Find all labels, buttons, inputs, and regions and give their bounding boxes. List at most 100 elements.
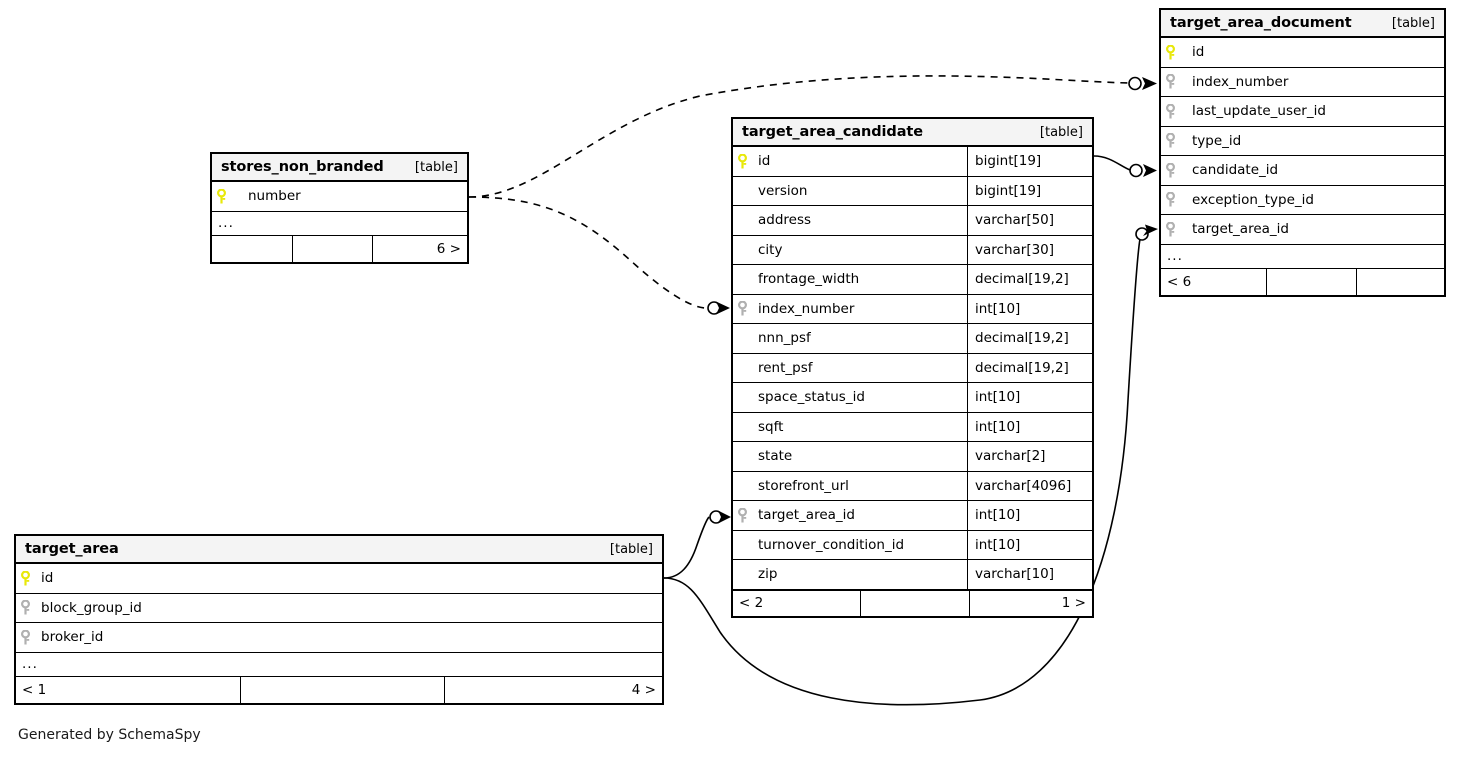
column-type: decimal[19,2]	[967, 265, 1092, 294]
table-footer: < 2 1 >	[733, 589, 1092, 616]
key-spacer	[733, 472, 752, 501]
table-row[interactable]: storefront_url varchar[4096]	[733, 471, 1092, 501]
foreign-key-icon	[1161, 97, 1180, 126]
table-row[interactable]: index_number	[1161, 68, 1444, 97]
key-spacer	[733, 265, 752, 294]
column-name: candidate_id	[1192, 162, 1279, 179]
table-row[interactable]: candidate_id	[1161, 156, 1444, 186]
column-name: address	[758, 212, 812, 229]
column-name: turnover_condition_id	[758, 536, 905, 553]
table-target-area-candidate[interactable]: target_area_candidate [table] id bigint[…	[731, 117, 1094, 618]
footer-next-count[interactable]	[1356, 268, 1444, 295]
foreign-key-icon	[733, 295, 752, 324]
table-row[interactable]: zip varchar[10]	[733, 560, 1092, 590]
column-name: exception_type_id	[1192, 191, 1314, 208]
table-tag: [table]	[414, 159, 458, 175]
table-row[interactable]: id bigint[19]	[733, 147, 1092, 177]
table-row[interactable]: turnover_condition_id int[10]	[733, 530, 1092, 560]
table-name: target_area_document	[1170, 15, 1352, 31]
column-name: zip	[758, 566, 778, 583]
table-row[interactable]: address varchar[50]	[733, 206, 1092, 236]
column-type: int[10]	[967, 294, 1092, 323]
column-name: version	[758, 182, 808, 199]
column-name: storefront_url	[758, 477, 849, 494]
table-tag: [table]	[1039, 124, 1083, 140]
more-columns-indicator: ...	[1161, 245, 1444, 269]
table-target-area[interactable]: target_area [table] id block_group_id br…	[14, 534, 664, 705]
footer-prev-count[interactable]: < 2	[739, 595, 764, 611]
column-type: int[10]	[967, 501, 1092, 530]
column-name: nnn_psf	[758, 330, 811, 347]
column-type: varchar[4096]	[967, 471, 1092, 500]
table-row[interactable]: last_update_user_id	[1161, 97, 1444, 127]
table-row[interactable]: broker_id	[16, 623, 662, 653]
key-spacer	[733, 560, 752, 589]
column-name: broker_id	[41, 629, 104, 646]
table-row[interactable]: id	[16, 564, 662, 594]
column-type: varchar[2]	[967, 442, 1092, 471]
table-tag: [table]	[1391, 15, 1435, 31]
foreign-key-icon	[16, 623, 35, 652]
key-spacer	[733, 206, 752, 235]
foreign-key-icon	[1161, 186, 1180, 215]
key-spacer	[733, 442, 752, 471]
footer-prev-count[interactable]	[212, 236, 292, 262]
table-row[interactable]: id	[1161, 38, 1444, 68]
column-type: varchar[30]	[967, 235, 1092, 264]
column-name: index_number	[758, 300, 855, 317]
column-name: number	[248, 188, 301, 205]
table-row[interactable]: state varchar[2]	[733, 442, 1092, 472]
footer-next-count[interactable]: 1 >	[969, 590, 1092, 616]
column-name: block_group_id	[41, 599, 142, 616]
foreign-key-icon	[16, 594, 35, 623]
table-row[interactable]: rent_psf decimal[19,2]	[733, 353, 1092, 383]
table-row[interactable]: target_area_id	[1161, 215, 1444, 245]
more-columns-indicator: ...	[212, 212, 467, 236]
table-title: target_area [table]	[16, 536, 662, 564]
more-columns-indicator: ...	[16, 653, 662, 677]
table-row[interactable]: sqft int[10]	[733, 412, 1092, 442]
footer-next-count[interactable]: 4 >	[444, 676, 662, 703]
column-name: city	[758, 241, 783, 258]
table-name: target_area	[25, 541, 119, 557]
table-row[interactable]: number	[212, 182, 467, 212]
table-row[interactable]: frontage_width decimal[19,2]	[733, 265, 1092, 295]
key-spacer	[733, 383, 752, 412]
footer-next-count[interactable]: 6 >	[372, 235, 467, 262]
table-row[interactable]: exception_type_id	[1161, 186, 1444, 215]
table-footer: < 1 4 >	[16, 676, 662, 703]
column-type: bigint[19]	[967, 176, 1092, 205]
table-row[interactable]: index_number int[10]	[733, 294, 1092, 324]
key-spacer	[733, 531, 752, 560]
table-row[interactable]: target_area_id int[10]	[733, 501, 1092, 531]
table-stores-non-branded[interactable]: stores_non_branded [table] number ... 6 …	[210, 152, 469, 264]
table-name: stores_non_branded	[221, 159, 384, 175]
table-tag: [table]	[609, 541, 653, 557]
primary-key-icon	[733, 147, 752, 176]
column-name: id	[758, 153, 771, 170]
key-spacer	[733, 177, 752, 206]
column-name: last_update_user_id	[1192, 103, 1326, 120]
table-row[interactable]: space_status_id int[10]	[733, 383, 1092, 413]
table-title: target_area_candidate [table]	[733, 119, 1092, 147]
table-row[interactable]: version bigint[19]	[733, 176, 1092, 206]
footer-prev-count[interactable]: < 1	[22, 681, 47, 698]
column-type: int[10]	[967, 530, 1092, 559]
footer-prev-count[interactable]: < 6	[1167, 273, 1192, 290]
table-row[interactable]: city varchar[30]	[733, 235, 1092, 265]
table-row[interactable]: type_id	[1161, 127, 1444, 156]
table-target-area-document[interactable]: target_area_document [table] id index_nu…	[1159, 8, 1446, 297]
column-name: sqft	[758, 418, 784, 435]
foreign-key-icon	[1161, 215, 1180, 244]
table-row[interactable]: block_group_id	[16, 594, 662, 623]
key-spacer	[733, 413, 752, 442]
column-name: space_status_id	[758, 389, 865, 406]
table-row[interactable]: nnn_psf decimal[19,2]	[733, 324, 1092, 354]
key-spacer	[733, 324, 752, 353]
column-name: id	[41, 570, 54, 587]
column-type: int[10]	[967, 383, 1092, 412]
foreign-key-icon	[1161, 68, 1180, 97]
column-name: id	[1192, 44, 1205, 61]
column-name: frontage_width	[758, 271, 860, 288]
key-spacer	[733, 236, 752, 265]
